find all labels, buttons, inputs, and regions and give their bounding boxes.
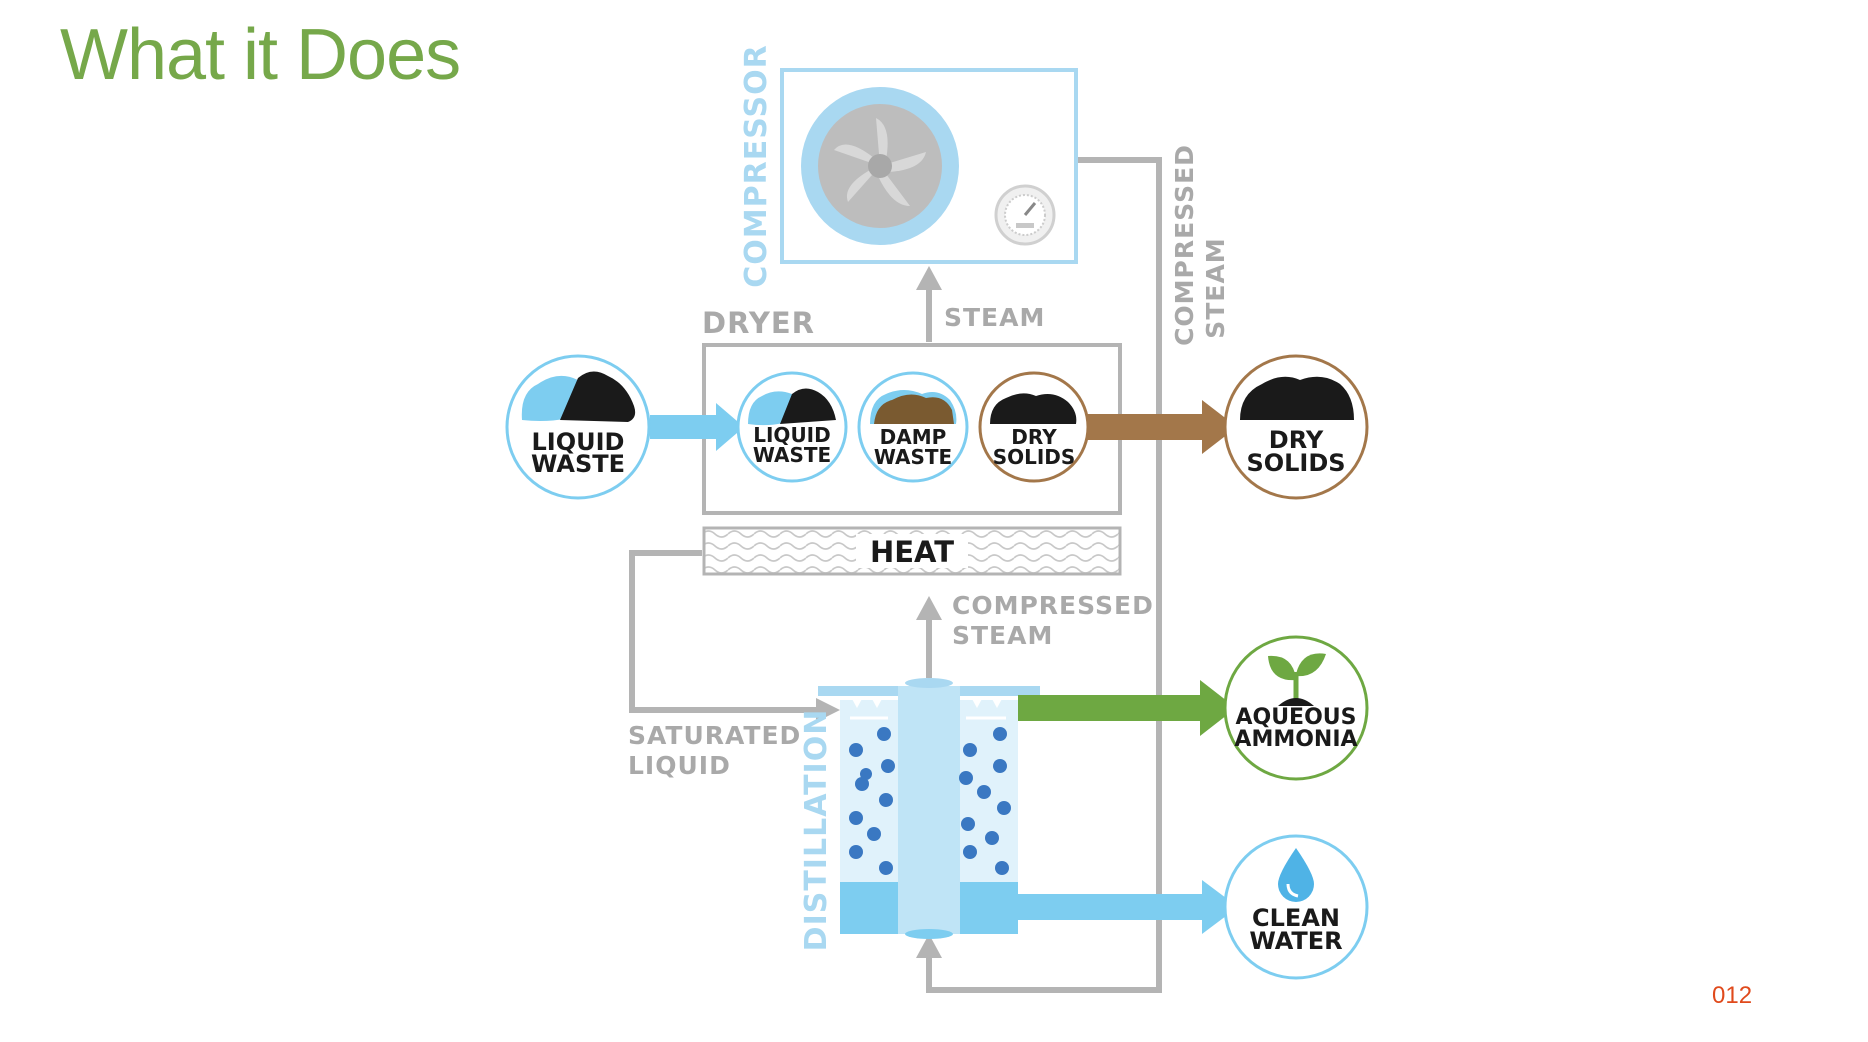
arrowhead-compressed-steam-up: [916, 596, 942, 620]
saturated-liquid-label-2: LIQUID: [628, 751, 731, 780]
steam-label: STEAM: [944, 303, 1045, 332]
node-dryer-liquid-waste: LIQUID WASTE: [736, 371, 848, 483]
node-clean-water-output: CLEAN WATER: [1223, 834, 1369, 980]
sprout-icon: [1268, 653, 1326, 706]
node-dryer-liquid-waste-line2: WASTE: [753, 443, 831, 467]
distillation-column: [818, 678, 1040, 939]
node-dry-solids-output-line2: SOLIDS: [1246, 449, 1345, 477]
node-dryer-dry-solids-line1: DRY: [1011, 425, 1057, 449]
node-aqueous-ammonia-output: AQUEOUS AMMONIA: [1223, 635, 1369, 781]
page-number: 012: [1712, 982, 1753, 1009]
distillation-bubbles: [849, 727, 1011, 875]
compressed-steam-label-mid-2: STEAM: [952, 621, 1053, 650]
node-dryer-damp-waste: DAMP WASTE: [857, 371, 969, 483]
node-dryer-damp-waste-line1: DAMP: [880, 425, 947, 449]
arrowhead-bottom-up: [916, 934, 942, 958]
node-liquid-waste-input: LIQUID WASTE: [505, 354, 651, 500]
saturated-liquid-label-1: SATURATED: [628, 721, 801, 750]
waste-pile-icon: [870, 390, 957, 424]
flow-lines: [629, 157, 1162, 993]
compressed-steam-label-mid-1: COMPRESSED: [952, 591, 1154, 620]
clean-water-output-arrow: [1018, 880, 1238, 934]
arrowhead-saturated-liquid: [816, 698, 840, 722]
gauge-icon: [994, 184, 1056, 246]
waste-pile-icon: [1240, 376, 1354, 420]
node-dry-solids-output-line1: DRY: [1269, 426, 1324, 454]
node-liquid-waste-input-line1: LIQUID: [532, 428, 625, 456]
node-dryer-dry-solids-line2: SOLIDS: [993, 445, 1076, 469]
heat-bar: [702, 526, 1122, 576]
waste-pile-icon: [748, 388, 836, 426]
compressed-steam-label-right-2: STEAM: [1201, 237, 1230, 338]
aqueous-ammonia-output-arrow: [1018, 680, 1236, 736]
node-dryer-liquid-waste-line1: LIQUID: [753, 423, 830, 447]
node-dry-solids-output: DRY SOLIDS: [1223, 354, 1369, 500]
node-liquid-waste-input-line2: WASTE: [531, 450, 625, 478]
slide-title: What it Does: [60, 15, 461, 95]
node-dryer-dry-solids: DRY SOLIDS: [978, 371, 1090, 483]
node-clean-water-line1: CLEAN: [1252, 904, 1340, 932]
heat-label: HEAT: [870, 535, 954, 569]
node-dryer-damp-waste-line2: WASTE: [874, 445, 952, 469]
fan-icon: [834, 118, 926, 206]
dryer-label: DRYER: [702, 306, 815, 340]
node-aqueous-ammonia-line2: AMMONIA: [1234, 727, 1357, 752]
compressor-label: COMPRESSOR: [739, 44, 774, 287]
compressor-unit: [780, 68, 1078, 264]
dry-solids-output-arrow: [1085, 400, 1237, 454]
water-drop-icon: [1278, 848, 1314, 902]
liquid-waste-input-arrow: [650, 403, 744, 451]
waste-pile-icon: [521, 371, 636, 422]
waste-pile-icon: [990, 393, 1077, 424]
node-aqueous-ammonia-line1: AQUEOUS: [1235, 705, 1356, 730]
node-clean-water-line2: WATER: [1249, 927, 1342, 955]
compressed-steam-label-right-1: COMPRESSED: [1170, 144, 1199, 346]
arrowhead-steam-up: [916, 266, 942, 290]
distillation-label: DISTILLATION: [799, 709, 834, 952]
